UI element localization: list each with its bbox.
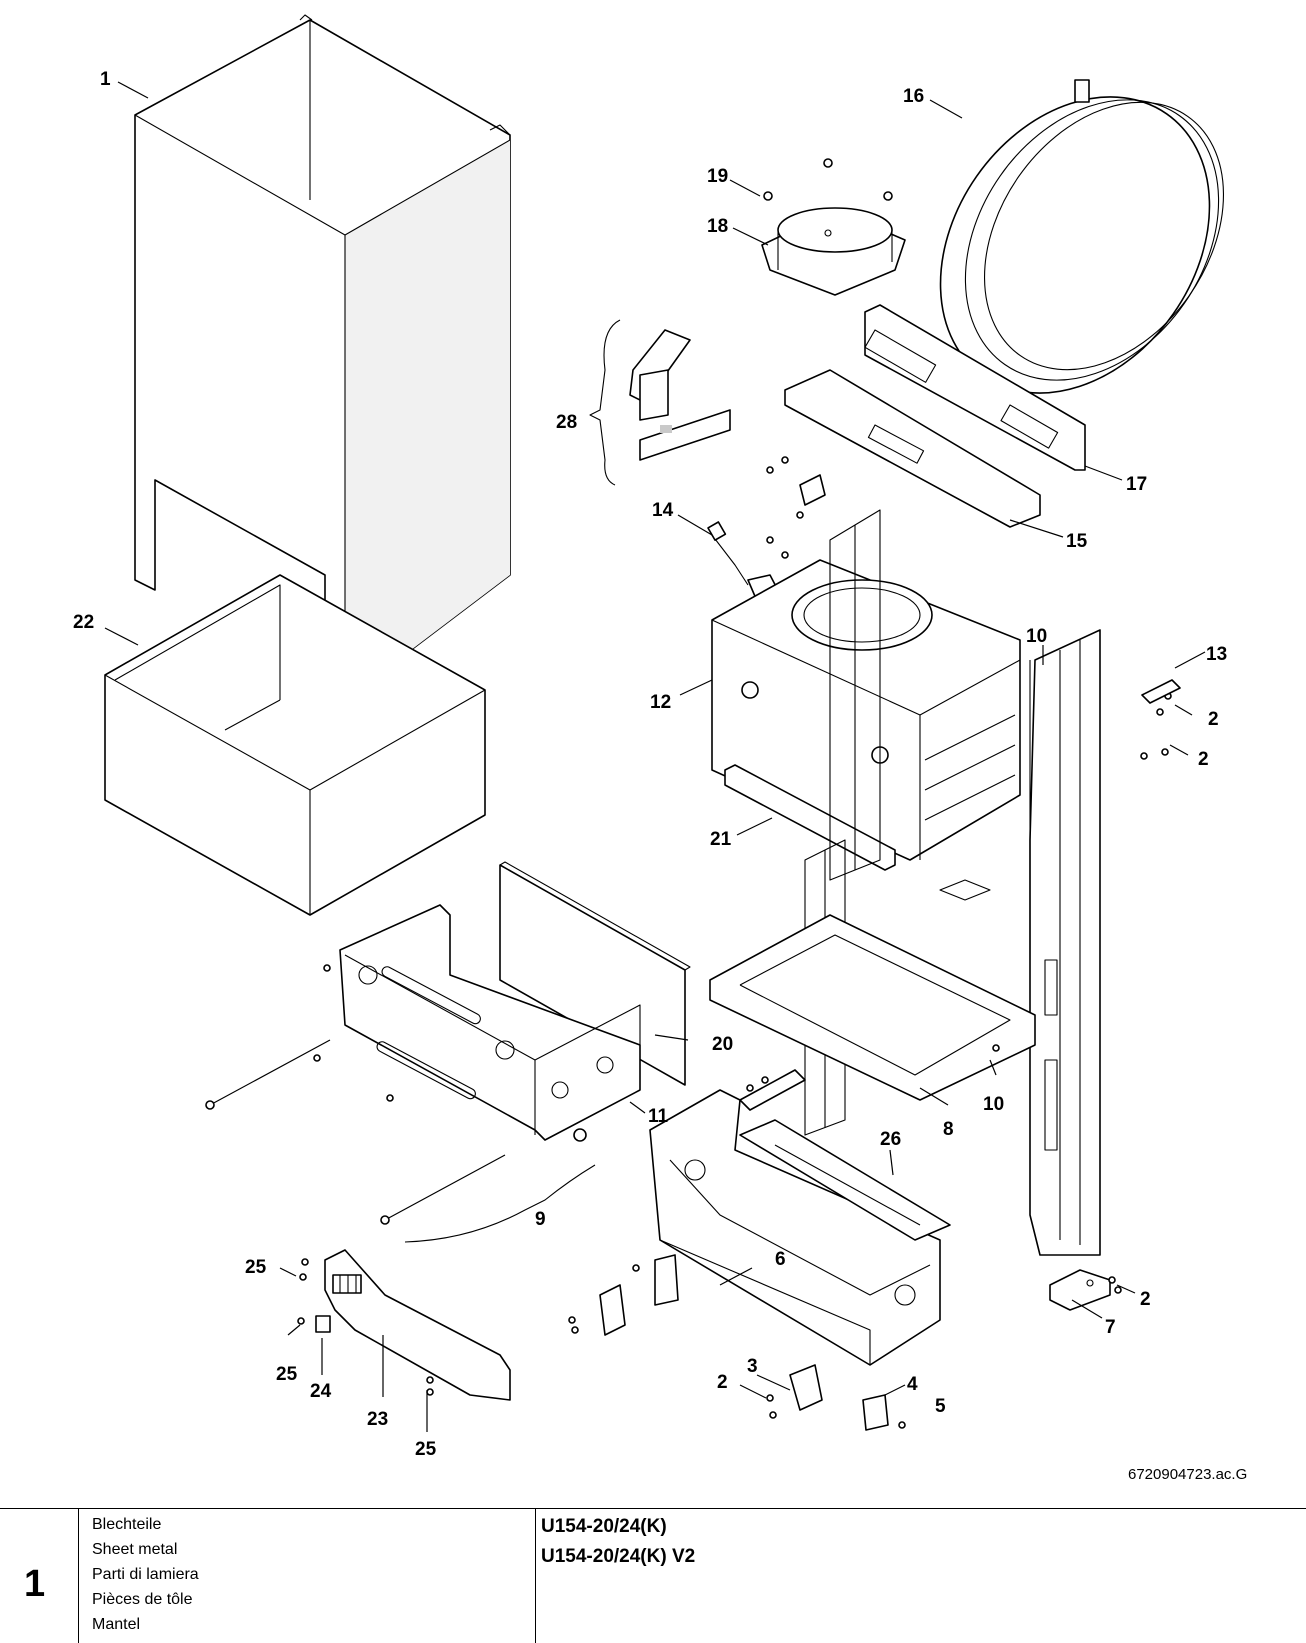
part-clip-screws: [766, 456, 826, 559]
callout-21: 21: [710, 829, 732, 850]
part-panel-20: [499, 861, 691, 1086]
drawing-reference: 6720904723.ac.G: [1128, 1466, 1248, 1483]
part-name-fr: Pièces de tôle: [92, 1591, 193, 1608]
callout-2-c: 2: [1140, 1289, 1151, 1310]
part-connector-24: [297, 1315, 331, 1333]
callout-11: 11: [648, 1106, 669, 1127]
part-bracket-3: [766, 1364, 823, 1419]
part-screw-5: [898, 1421, 906, 1429]
part-rail-23: [324, 1249, 511, 1401]
callout-2-b: 2: [1198, 749, 1209, 770]
callout-15: 15: [1066, 531, 1088, 552]
callout-14: 14: [652, 500, 674, 521]
callout-28: 28: [556, 412, 577, 433]
part-screws-misc: [313, 692, 1172, 1102]
part-plate-15: [784, 369, 1041, 528]
part-chamber-12: [711, 559, 1021, 861]
part-screws-25: [299, 1258, 434, 1396]
part-frame-8: [709, 879, 1036, 1101]
callout-12: 12: [650, 692, 671, 713]
callout-10-bottom: 10: [983, 1094, 1004, 1115]
callout-9: 9: [535, 1209, 546, 1230]
footer-divider: [78, 1508, 79, 1643]
model-1: U154-20/24(K): [541, 1516, 667, 1537]
callout-labels: 1 16 19 18 28 17 15 14 10 13 2 2 12 21 2…: [73, 69, 1227, 1460]
callout-16: 16: [903, 86, 924, 107]
footer: 1 Blechteile Sheet metal Parti di lamier…: [0, 1508, 1306, 1643]
callout-2-a: 2: [1208, 709, 1219, 730]
part-name-de: Blechteile: [92, 1516, 162, 1533]
part-name-it: Parti di lamiera: [92, 1566, 199, 1583]
part-clip-13: [1141, 679, 1181, 704]
callout-10-top: 10: [1026, 626, 1047, 647]
callout-25-c: 25: [415, 1439, 437, 1460]
part-screws-19: [763, 158, 893, 201]
callout-1: 1: [100, 69, 111, 90]
exploded-parts-diagram: 1 16 19 18 28 17 15 14 10 13 2 2 12 21 2…: [73, 14, 1227, 1460]
callout-23: 23: [367, 1409, 388, 1430]
part-tray-6: [649, 1089, 941, 1366]
part-bracket-17: [864, 304, 1086, 471]
callout-24: 24: [310, 1381, 332, 1402]
model-list: U154-20/24(K) U154-20/24(K) V2: [541, 1512, 695, 1572]
callout-26: 26: [880, 1129, 901, 1150]
footer-divider: [535, 1508, 536, 1643]
callout-19: 19: [707, 166, 728, 187]
callout-2-d: 2: [717, 1372, 728, 1393]
part-rods-9: [205, 1039, 596, 1243]
callout-20: 20: [712, 1034, 733, 1055]
part-bracket-7: [1049, 1269, 1122, 1311]
callout-18: 18: [707, 216, 728, 237]
model-2: U154-20/24(K) V2: [541, 1546, 696, 1567]
part-frame-10: [1029, 629, 1101, 1256]
part-flue-collar: [761, 207, 906, 296]
callout-25-a: 25: [245, 1257, 267, 1278]
callout-7: 7: [1105, 1317, 1116, 1338]
callout-8: 8: [943, 1119, 954, 1140]
part-names: Blechteile Sheet metal Parti di lamiera …: [92, 1512, 199, 1637]
part-hinge: [739, 1069, 806, 1111]
callout-22: 22: [73, 612, 94, 633]
part-casing-lower: [104, 574, 486, 916]
part-plate-26: [739, 1119, 951, 1241]
callout-17: 17: [1126, 474, 1147, 495]
callout-6: 6: [775, 1249, 786, 1270]
part-casing-front: [134, 14, 511, 701]
page-number: 1: [24, 1563, 46, 1605]
footer-rule: [0, 1508, 1306, 1509]
part-brackets-28: [589, 319, 731, 486]
callout-4: 4: [907, 1374, 918, 1395]
part-name-en: Sheet metal: [92, 1541, 178, 1558]
callout-3: 3: [747, 1356, 758, 1377]
part-name-nl: Mantel: [92, 1616, 141, 1633]
leader-lines: [104, 81, 1206, 1432]
callout-5: 5: [935, 1396, 946, 1417]
part-mid-clips: [568, 1254, 679, 1336]
callout-25-b: 25: [276, 1364, 298, 1385]
part-box-11: [339, 904, 641, 1141]
part-clip-4: [862, 1394, 889, 1431]
part-strip-21: [724, 764, 896, 871]
callout-13: 13: [1206, 644, 1227, 665]
